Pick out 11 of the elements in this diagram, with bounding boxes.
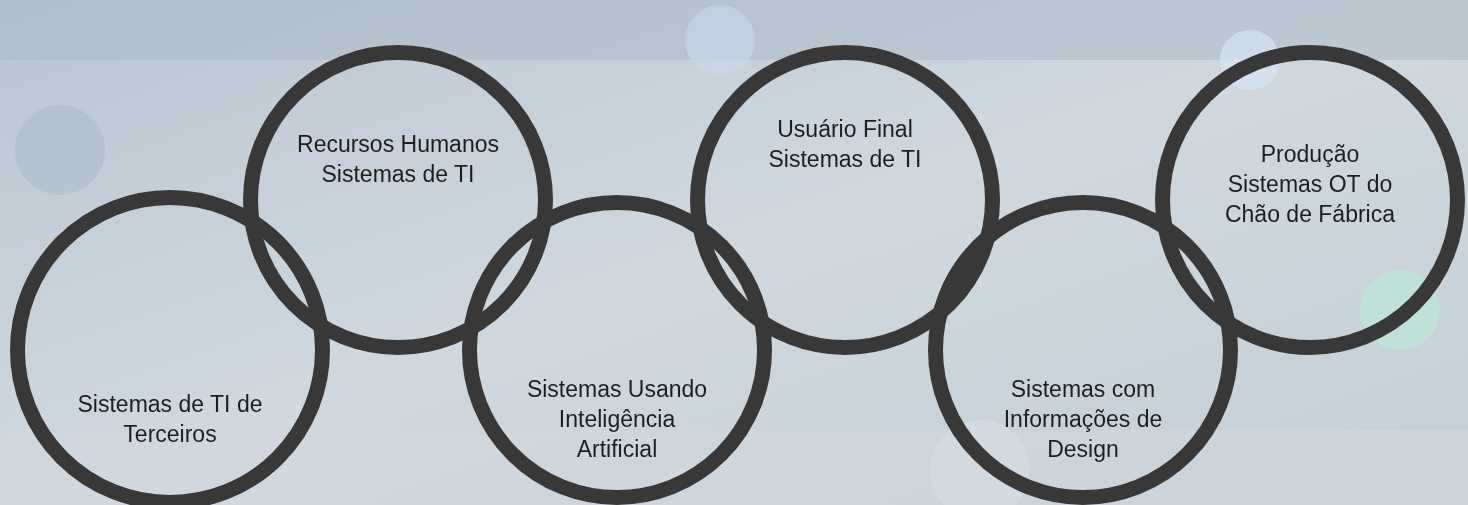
ring-label: Sistemas Usando Inteligência Artificial bbox=[525, 375, 709, 464]
ring-label: Recursos Humanos Sistemas de TI bbox=[296, 130, 500, 189]
ring-label: Produção Sistemas OT do Chão de Fábrica bbox=[1223, 140, 1396, 229]
ring-label: Sistemas de TI de Terceiros bbox=[76, 390, 264, 449]
ring-label: Usuário Final Sistemas de TI bbox=[767, 115, 923, 174]
ring-shape bbox=[10, 190, 330, 505]
ring-shape bbox=[462, 195, 772, 505]
ring-label: Sistemas com Informações de Design bbox=[1002, 375, 1164, 464]
ring-shape bbox=[1155, 45, 1465, 355]
ring-shape bbox=[690, 45, 1000, 355]
ring-shape bbox=[243, 45, 553, 355]
